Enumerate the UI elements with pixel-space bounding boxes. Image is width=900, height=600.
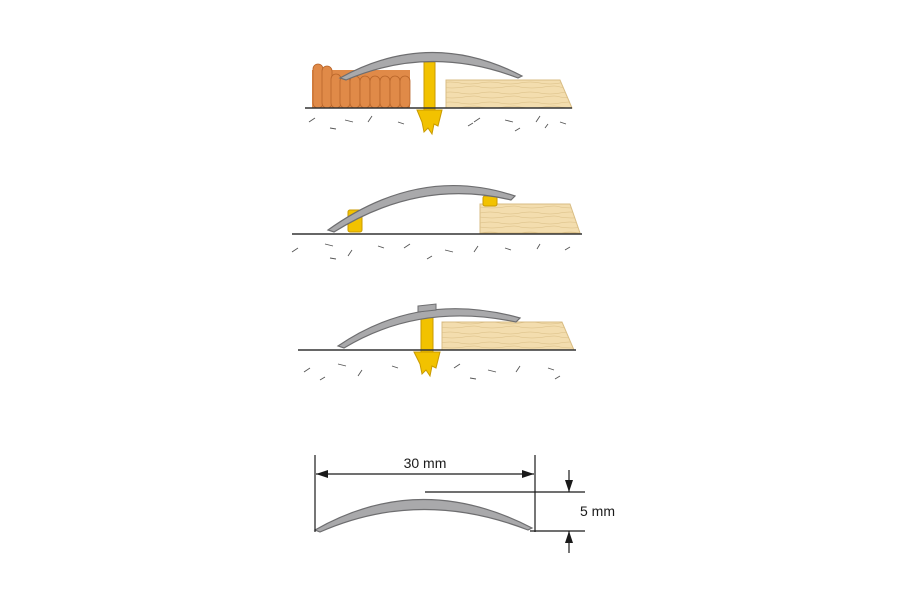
width-label: 30 mm: [404, 455, 447, 471]
adhesive-pad-right: [482, 195, 498, 207]
scene-dimensions: 30 mm 5 mm: [313, 455, 615, 553]
wood-board: [479, 203, 581, 234]
subfloor-marks: [308, 115, 567, 132]
transition-profile: [326, 184, 517, 233]
scene-screw-level: [298, 303, 576, 381]
screw: [416, 61, 443, 136]
profile-slot: [417, 303, 437, 313]
scene-glued: [291, 184, 582, 260]
height-arrow-top: [565, 480, 573, 492]
width-arrow-left: [316, 470, 328, 478]
subfloor-marks: [303, 363, 561, 381]
width-arrow-right: [522, 470, 534, 478]
height-label: 5 mm: [580, 503, 615, 519]
transition-profile: [338, 51, 524, 81]
wood-board: [445, 79, 573, 109]
height-arrow-bottom: [565, 531, 573, 543]
transition-profile: [336, 308, 522, 349]
transition-profile-section: [313, 498, 534, 533]
carpet: [312, 63, 411, 109]
subfloor-marks: [291, 243, 571, 260]
scene-carpet-to-wood-screw: [305, 51, 573, 136]
wood-board: [441, 321, 575, 351]
